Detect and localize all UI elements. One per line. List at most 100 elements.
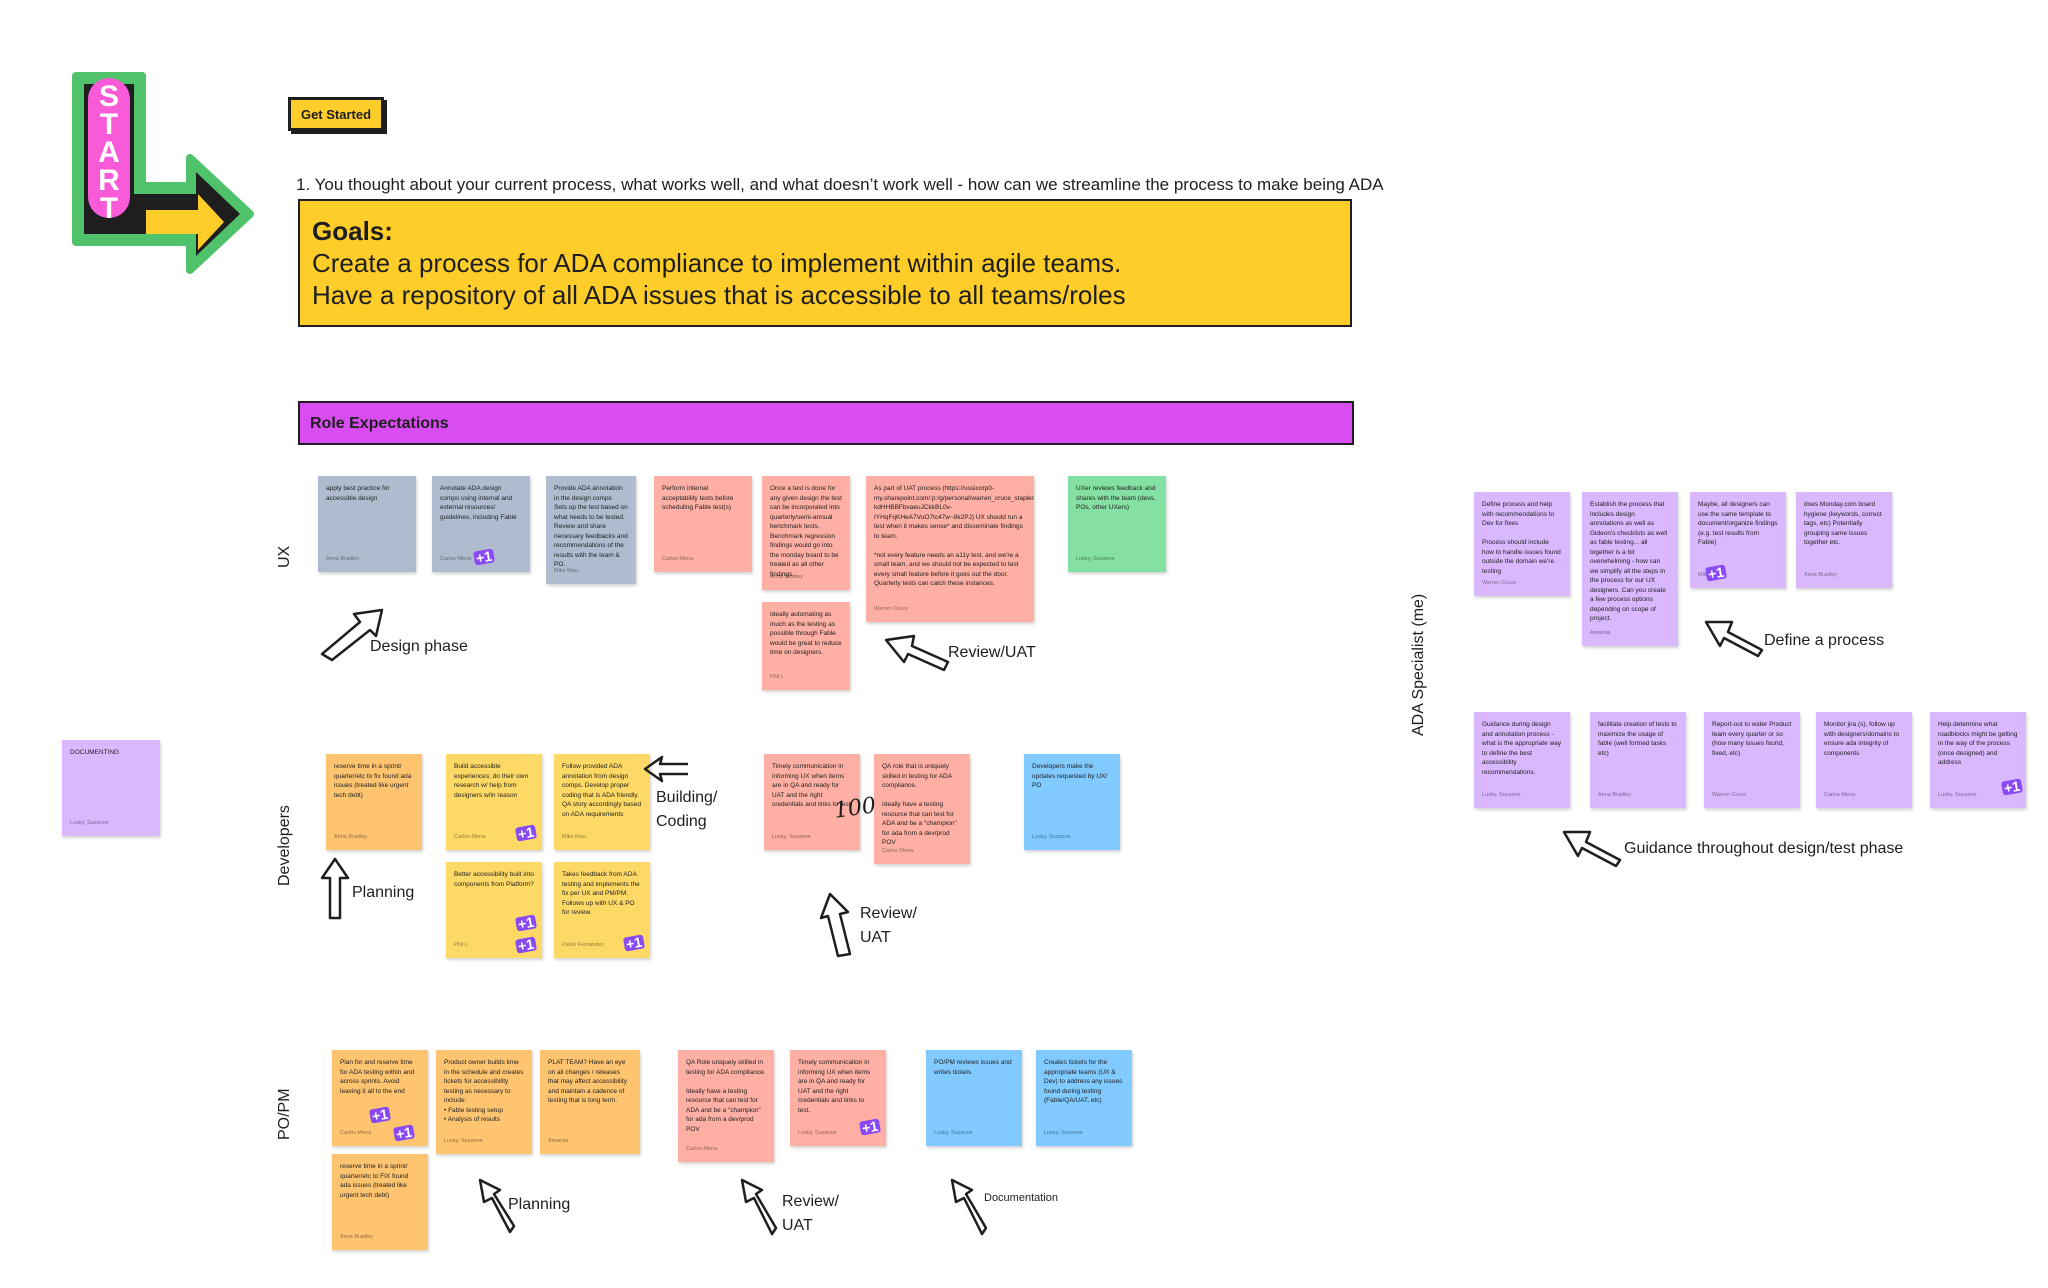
sticky-author: Lusky, Suzanne <box>1482 791 1521 798</box>
sticky-author: Pablo Fernandez <box>562 941 604 948</box>
sticky-text: Timely communication in informing UX whe… <box>772 763 851 808</box>
sticky-documenting[interactable]: DOCUMENTING Lusky, Suzanne <box>62 740 160 836</box>
goals-line-1: Create a process for ADA compliance to i… <box>312 248 1122 278</box>
annotation-design-phase: Design phase <box>370 638 468 655</box>
sticky-text: QA Role uniquely skilled in testing for … <box>686 1059 766 1133</box>
start-letter-a: A <box>98 136 120 169</box>
plus-one-reaction[interactable]: +1 <box>368 1105 392 1125</box>
sticky-ada-1[interactable]: Define process and help with recommendat… <box>1474 492 1570 596</box>
sticky-ada-2[interactable]: Establish the process that includes desi… <box>1582 492 1678 646</box>
role-expectations-banner[interactable]: Role Expectations <box>298 401 1354 445</box>
sticky-dev-5[interactable]: Takes feedback from ADA testing and impl… <box>554 862 650 958</box>
arrow-up-icon <box>320 857 350 920</box>
sticky-dev-4[interactable]: Better accessibility built into componen… <box>446 862 542 958</box>
sticky-ux-5[interactable]: Once a test is done for any given design… <box>762 476 850 590</box>
sticky-dev-3[interactable]: Follow provided ADA annotation from desi… <box>554 754 650 850</box>
sticky-author: Warren Cruce <box>1482 579 1517 586</box>
sticky-ada-6[interactable]: facilitate creation of tests to maximize… <box>1590 712 1686 808</box>
sticky-author: Carlos Mena <box>662 555 694 562</box>
intro-text: 1. You thought about your current proces… <box>296 175 1384 194</box>
sticky-text: DOCUMENTING <box>70 749 120 756</box>
sticky-ada-3[interactable]: Maybe, all designers can use the same te… <box>1690 492 1786 588</box>
sticky-dev-2[interactable]: Build accessible experiences; do their o… <box>446 754 542 850</box>
sticky-text: Ideally automating as much as the testin… <box>770 611 842 656</box>
start-letter-t2: T <box>100 192 118 225</box>
sticky-text: Provide ADA annotation in the design com… <box>554 485 628 568</box>
sticky-text: Monitor jira (s), follow up with designe… <box>1824 721 1900 757</box>
row-label-popm: PO/PM <box>276 1088 293 1140</box>
row-label-ux: UX <box>276 545 293 568</box>
sticky-pm-6[interactable]: Timely communication in informing UX whe… <box>790 1050 886 1146</box>
sticky-ux-4[interactable]: Perform internal acceptability tests bef… <box>654 476 752 572</box>
sticky-ux-8[interactable]: UXer reviews feedback and shares with th… <box>1068 476 1166 572</box>
arrow-up-left-icon <box>950 1178 988 1236</box>
plus-one-reaction[interactable]: +1 <box>858 1117 882 1137</box>
sticky-pm-8[interactable]: Creates tickets for the appropriate team… <box>1036 1050 1132 1146</box>
plus-one-reaction[interactable]: +1 <box>472 547 496 567</box>
sticky-ux-2[interactable]: Annotate ADA design comps using internal… <box>432 476 530 572</box>
plus-one-reaction[interactable]: +1 <box>2000 777 2024 797</box>
get-started-button[interactable]: Get Started <box>288 97 384 131</box>
sticky-pm-1[interactable]: Plan for and reserve time for ADA testin… <box>332 1050 428 1146</box>
sticky-pm-3[interactable]: PLAT TEAM? Have an eye on all changes / … <box>540 1050 640 1154</box>
sticky-dev-6[interactable]: Timely communication in informing UX whe… <box>764 754 860 850</box>
sticky-text: Plan for and reserve time for ADA testin… <box>340 1059 415 1095</box>
sticky-ux-1[interactable]: apply best practice for accessible desig… <box>318 476 416 572</box>
sticky-author: Amanda <box>1590 629 1611 636</box>
sticky-text: does Monday.com board hygiene (keywords,… <box>1804 501 1882 546</box>
sticky-dev-7[interactable]: QA role that is uniquely skilled in test… <box>874 754 970 864</box>
sticky-ux-7[interactable]: As part of UAT process (https://ussicorp… <box>866 476 1034 622</box>
sticky-author: Lusky, Suzanne <box>772 833 811 840</box>
sticky-ux-3[interactable]: Provide ADA annotation in the design com… <box>546 476 636 584</box>
annotation-documentation: Documentation <box>984 1192 1058 1204</box>
sticky-text: Report-out to wider Product team every q… <box>1712 721 1792 757</box>
sticky-dev-1[interactable]: reserve time in a sprint/ quarter/etc to… <box>326 754 422 850</box>
plus-one-reaction[interactable]: +1 <box>1704 563 1728 583</box>
sticky-author: Lusky, Suzanne <box>70 819 109 826</box>
row-label-ada-specialist: ADA Specialist (me) <box>1410 593 1427 736</box>
sticky-pm-5[interactable]: QA Role uniquely skilled in testing for … <box>678 1050 774 1162</box>
sticky-author: Amanda <box>548 1137 569 1144</box>
sticky-text: reserve time in a sprint/ quarter/etc to… <box>334 763 412 799</box>
sticky-dev-8[interactable]: Developers make the updates requested by… <box>1024 754 1120 850</box>
annotation-guidance: Guidance throughout design/test phase <box>1624 840 1904 857</box>
plus-one-reaction[interactable]: +1 <box>514 913 538 933</box>
sticky-pm-2[interactable]: Product owner builds time in the schedul… <box>436 1050 532 1154</box>
sticky-text: facilitate creation of tests to maximize… <box>1598 721 1677 757</box>
annotation-review-uat-dev: Review/ UAT <box>860 905 917 946</box>
plus-one-reaction[interactable]: +1 <box>622 933 646 953</box>
sticky-author: Mike Mau <box>554 567 578 574</box>
goals-box[interactable]: Goals: Create a process for ADA complian… <box>298 199 1352 327</box>
sticky-ada-8[interactable]: Monitor jira (s), follow up with designe… <box>1816 712 1912 808</box>
sticky-author: Lusky, Suzanne <box>444 1137 483 1144</box>
plus-one-reaction[interactable]: +1 <box>514 935 538 955</box>
sticky-text: Help determine what roadblocks might be … <box>1938 721 2018 766</box>
handwritten-100: 100 <box>832 793 878 824</box>
sticky-text: PLAT TEAM? Have an eye on all changes / … <box>548 1059 627 1104</box>
sticky-author: Lusky, Suzanne <box>1076 555 1115 562</box>
sticky-author: Lusky, Suzanne <box>1032 833 1071 840</box>
sticky-ada-5[interactable]: Guidance during design and annotation pr… <box>1474 712 1570 808</box>
arrow-left-icon <box>643 755 688 783</box>
arrow-up-icon <box>819 892 852 958</box>
annotation-define-process: Define a process <box>1764 632 1885 649</box>
sticky-text: Follow provided ADA annotation from desi… <box>562 763 642 818</box>
sticky-ada-7[interactable]: Report-out to wider Product team every q… <box>1704 712 1800 808</box>
sticky-author: Carlos Mena <box>340 1129 372 1136</box>
plus-one-reaction[interactable]: +1 <box>392 1123 416 1143</box>
sticky-text: PO/PM reviews issues and writes tickets <box>934 1059 1012 1076</box>
start-sign-icon: S T A R T <box>72 72 254 274</box>
sticky-text: Timely communication in informing UX whe… <box>798 1059 871 1114</box>
sticky-pm-7[interactable]: PO/PM reviews issues and writes tickets … <box>926 1050 1022 1146</box>
sticky-author: Phil L <box>770 673 784 680</box>
sticky-text: Define process and help with recommendat… <box>1482 501 1561 575</box>
sticky-text: Establish the process that includes desi… <box>1590 501 1668 622</box>
sticky-text: Perform internal acceptability tests bef… <box>662 485 734 511</box>
sticky-ada-4[interactable]: does Monday.com board hygiene (keywords,… <box>1796 492 1892 588</box>
start-letter-t: T <box>100 108 118 141</box>
sticky-ux-6[interactable]: Ideally automating as much as the testin… <box>762 602 850 690</box>
arrow-up-left-icon <box>740 1178 778 1236</box>
sticky-pm-4[interactable]: reserve time in a sprint/ quarter/etc to… <box>332 1154 428 1250</box>
plus-one-reaction[interactable]: +1 <box>514 823 538 843</box>
sticky-ada-9[interactable]: Help determine what roadblocks might be … <box>1930 712 2026 808</box>
